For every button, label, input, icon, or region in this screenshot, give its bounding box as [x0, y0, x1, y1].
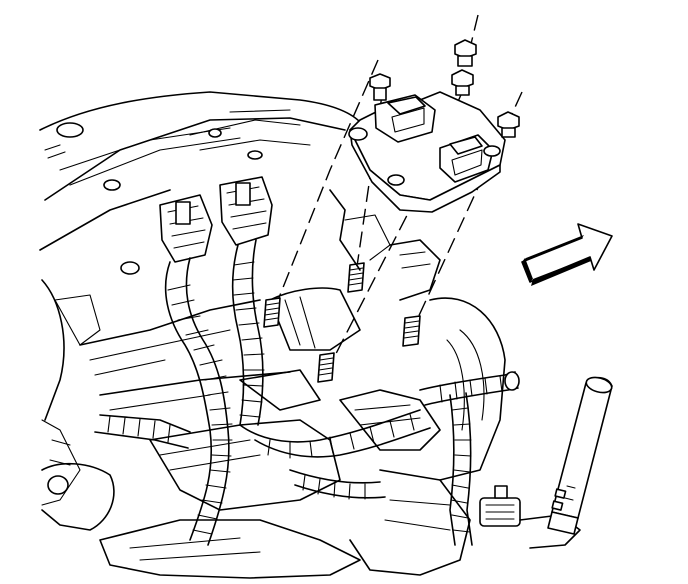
view-direction-arrow	[521, 223, 613, 286]
spark-plug-boots	[159, 176, 273, 263]
mounting-bolts	[263, 39, 520, 383]
bolt-head-4	[497, 111, 520, 138]
stud-1	[263, 297, 281, 328]
spark-plug-wire	[547, 376, 613, 535]
stud-2	[347, 262, 365, 293]
bolt-head-2	[454, 39, 477, 67]
stud-3	[317, 352, 335, 383]
coil-base-bracket	[329, 189, 441, 301]
wiring-harness	[94, 239, 520, 546]
stud-4	[402, 315, 421, 347]
ignition-coil-module	[348, 91, 506, 213]
bolt-head-1	[369, 73, 391, 101]
bolt-head-3	[451, 69, 474, 96]
